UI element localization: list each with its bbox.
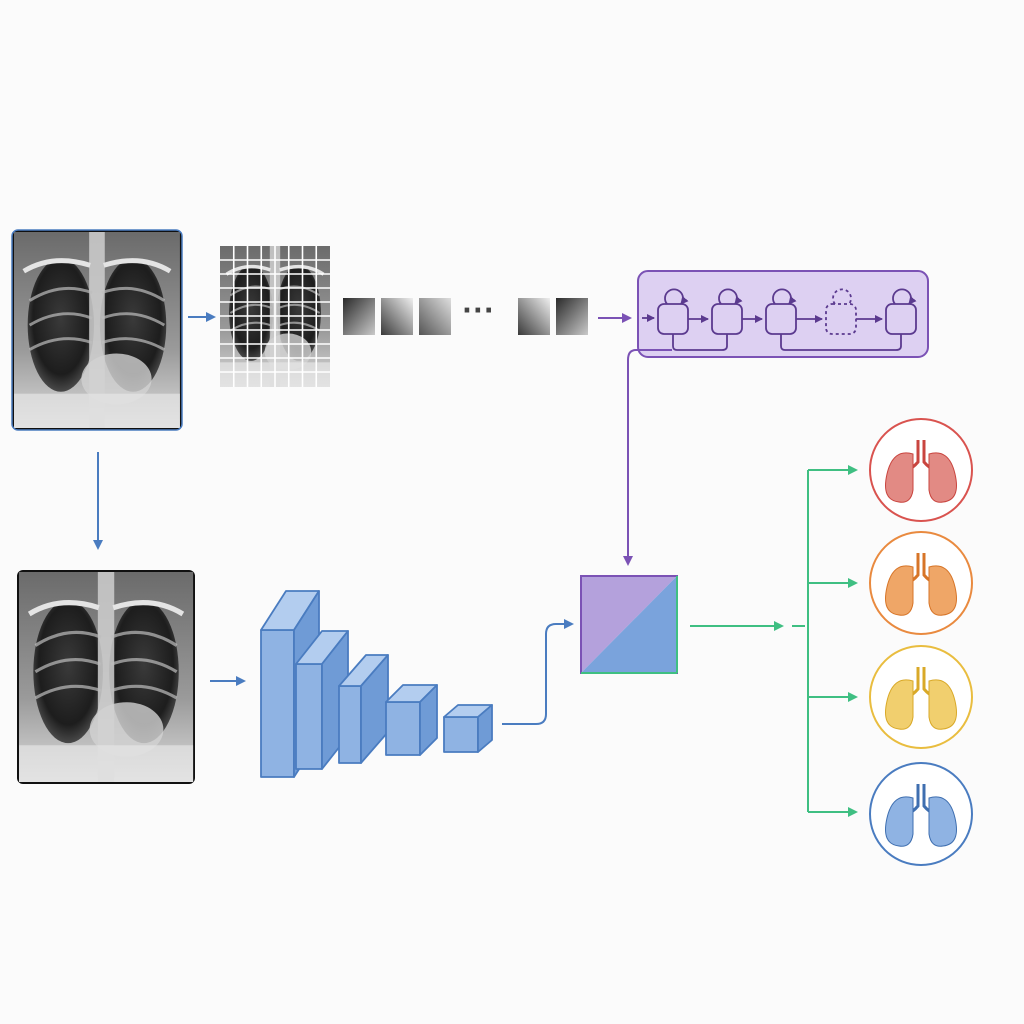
cnn-block-4: [385, 684, 438, 756]
recurrent-module: [637, 270, 929, 358]
output-lung-orange: [869, 531, 973, 635]
patch-3: [419, 298, 451, 335]
cnn-stack: [260, 590, 493, 778]
patch-sequence: [343, 298, 588, 335]
patch-grid: [218, 244, 332, 389]
arrow-cnn-to-fusion: [502, 619, 574, 725]
output-lung-yellow: [869, 645, 973, 749]
output-branches: [792, 465, 858, 817]
patch-5: [556, 298, 588, 335]
patch-ellipsis: ···: [462, 296, 495, 326]
cnn-block-5: [443, 704, 493, 753]
arrow-recurrent-to-fusion: [623, 349, 672, 566]
resized-xray: [17, 570, 195, 784]
output-lung-red: [869, 418, 973, 522]
patch-1: [343, 298, 375, 335]
output-lung-blue: [869, 762, 973, 866]
patch-4: [518, 298, 550, 335]
patch-2: [381, 298, 413, 335]
input-xray: [11, 229, 183, 431]
fusion-block: [580, 575, 678, 674]
